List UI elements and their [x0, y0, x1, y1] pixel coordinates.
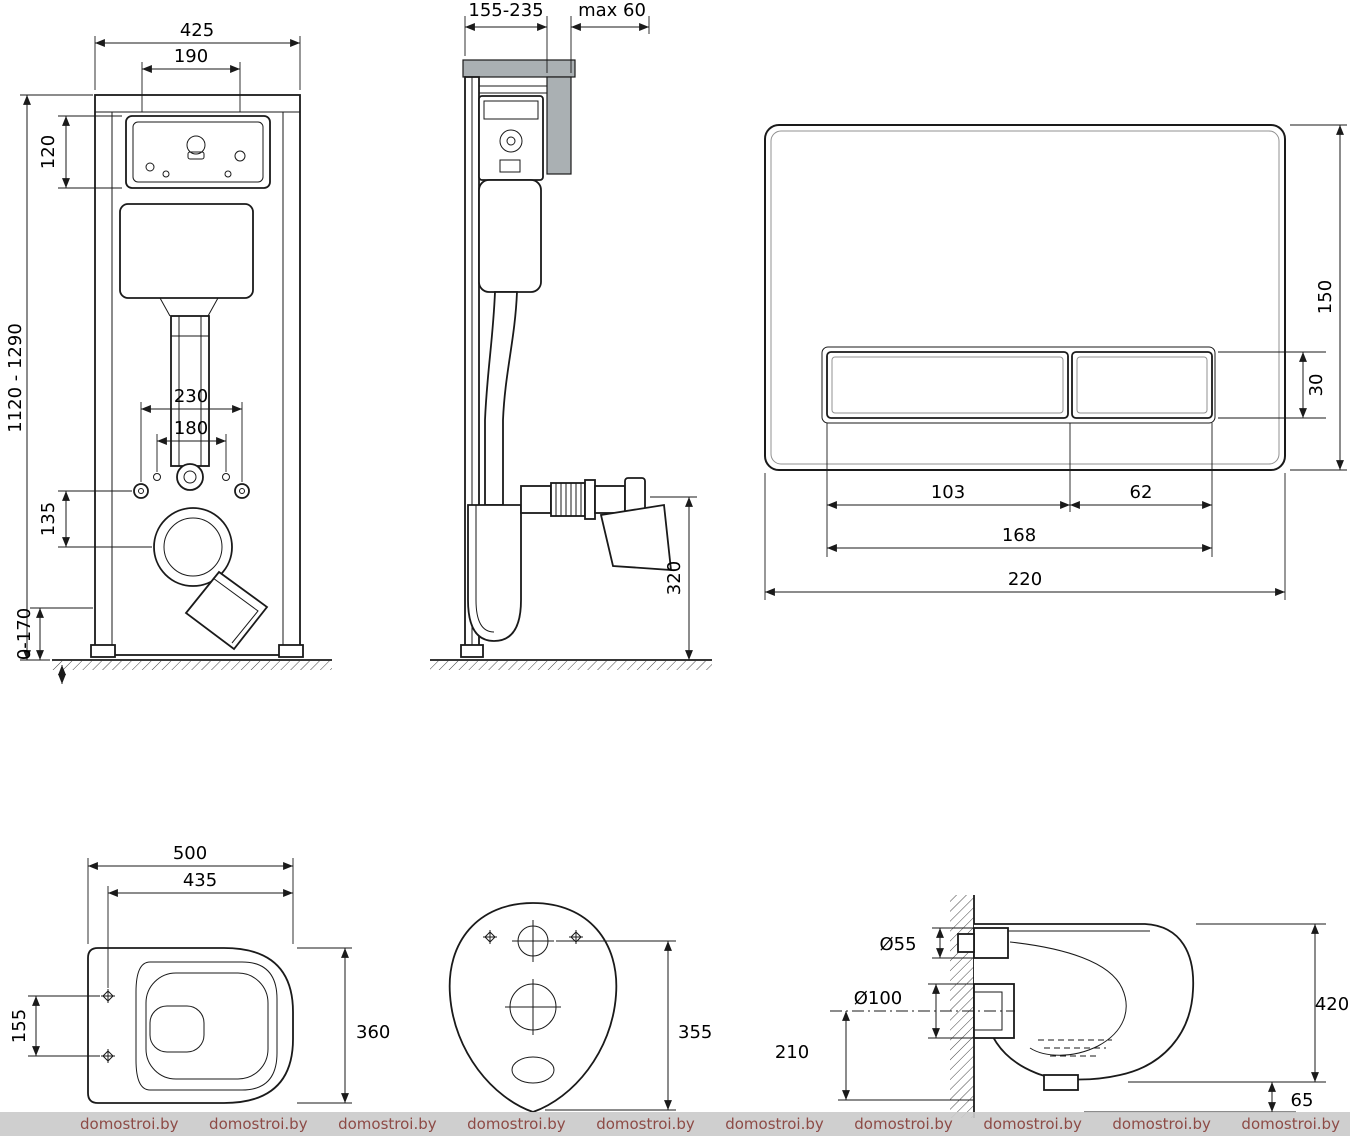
right-foot	[278, 644, 304, 658]
dim-buttons-width: 168	[1002, 525, 1036, 546]
dim-access-width: 190	[174, 46, 208, 67]
frame-side-view: 155-235 max 60 320	[430, 0, 712, 670]
floor-hatch	[430, 661, 712, 670]
watermark-text: domostroi.by	[1112, 1115, 1211, 1133]
watermark-strip: domostroi.by domostroi.by domostroi.by d…	[0, 1112, 1350, 1136]
watermark-text: domostroi.by	[1241, 1115, 1340, 1133]
flush-pipe-side	[484, 291, 518, 506]
bottom-outlet	[1043, 1074, 1079, 1091]
watermark-text: domostroi.by	[596, 1115, 695, 1133]
buttons-frame	[821, 346, 1216, 424]
dim-inlet-diameter: Ø55	[879, 934, 916, 955]
dim-bottom-gap: 65	[1291, 1090, 1314, 1111]
cistern-side	[478, 179, 542, 293]
dim-underside-length: 355	[678, 1022, 712, 1043]
dim-plate-width: 220	[1008, 569, 1042, 590]
dim-big-button-width: 103	[931, 482, 965, 503]
small-flush-button	[1071, 351, 1213, 419]
dim-fixing-span-inner: 180	[174, 418, 208, 439]
outlet-cone	[599, 503, 673, 571]
dim-outlet-height: 320	[664, 561, 685, 595]
fixing-marks	[483, 930, 583, 944]
watermark-text: domostroi.by	[467, 1115, 566, 1133]
dim-leg-adjust: 0-170	[14, 608, 35, 660]
top-bracket	[462, 59, 576, 78]
dim-fixing-span-outer: 230	[174, 386, 208, 407]
dim-frame-width: 425	[180, 20, 214, 41]
frame-front-view: 425 190 120 1120 - 1290 230 180 135 0-17…	[5, 20, 332, 684]
dim-outlet-axis-height: 210	[775, 1042, 809, 1063]
dim-bowl-width: 360	[356, 1022, 390, 1043]
watermark-text: domostroi.by	[338, 1115, 437, 1133]
wall-hatch	[950, 895, 974, 1118]
watermark-text: domostroi.by	[725, 1115, 824, 1133]
dim-depth: 155-235	[468, 0, 543, 21]
dim-outlet-offset: 135	[38, 502, 59, 536]
bowl-side-view: Ø55 Ø100 210 420 65	[775, 895, 1349, 1118]
dim-bolt-to-front: 435	[183, 870, 217, 891]
watermark-text: domostroi.by	[983, 1115, 1082, 1133]
dim-plate-height: 150	[1315, 280, 1336, 314]
flush-plate-view: 150 30 103 62 168 220	[764, 124, 1347, 600]
watermark-text: domostroi.by	[854, 1115, 953, 1133]
dim-max-wall: max 60	[578, 0, 646, 21]
watermark-text: domostroi.by	[80, 1115, 179, 1133]
fixing-marks	[101, 989, 115, 1063]
bowl-bottom-view: 355	[448, 902, 712, 1113]
dim-access-height: 120	[38, 135, 59, 169]
outlet-chute	[184, 570, 269, 651]
bowl-top-view: 500 435 155 360	[9, 843, 390, 1104]
floor-hatch	[52, 661, 332, 670]
left-foot	[90, 644, 116, 658]
dim-button-height: 30	[1306, 374, 1327, 397]
inlet-fitting	[973, 927, 1009, 959]
dim-bowl-height: 420	[1315, 994, 1349, 1015]
big-flush-button	[826, 351, 1069, 419]
wall-block	[546, 76, 572, 175]
dim-bowl-length: 500	[173, 843, 207, 864]
outlet-opening	[153, 507, 233, 587]
dim-frame-height: 1120 - 1290	[5, 323, 26, 433]
dim-bolt-span: 155	[9, 1009, 30, 1043]
trap	[467, 504, 522, 642]
dim-outlet-diameter: Ø100	[854, 988, 903, 1009]
bowl-rim	[87, 947, 294, 1104]
dim-small-button-width: 62	[1130, 482, 1153, 503]
cistern	[119, 203, 254, 299]
watermark-text: domostroi.by	[209, 1115, 308, 1133]
